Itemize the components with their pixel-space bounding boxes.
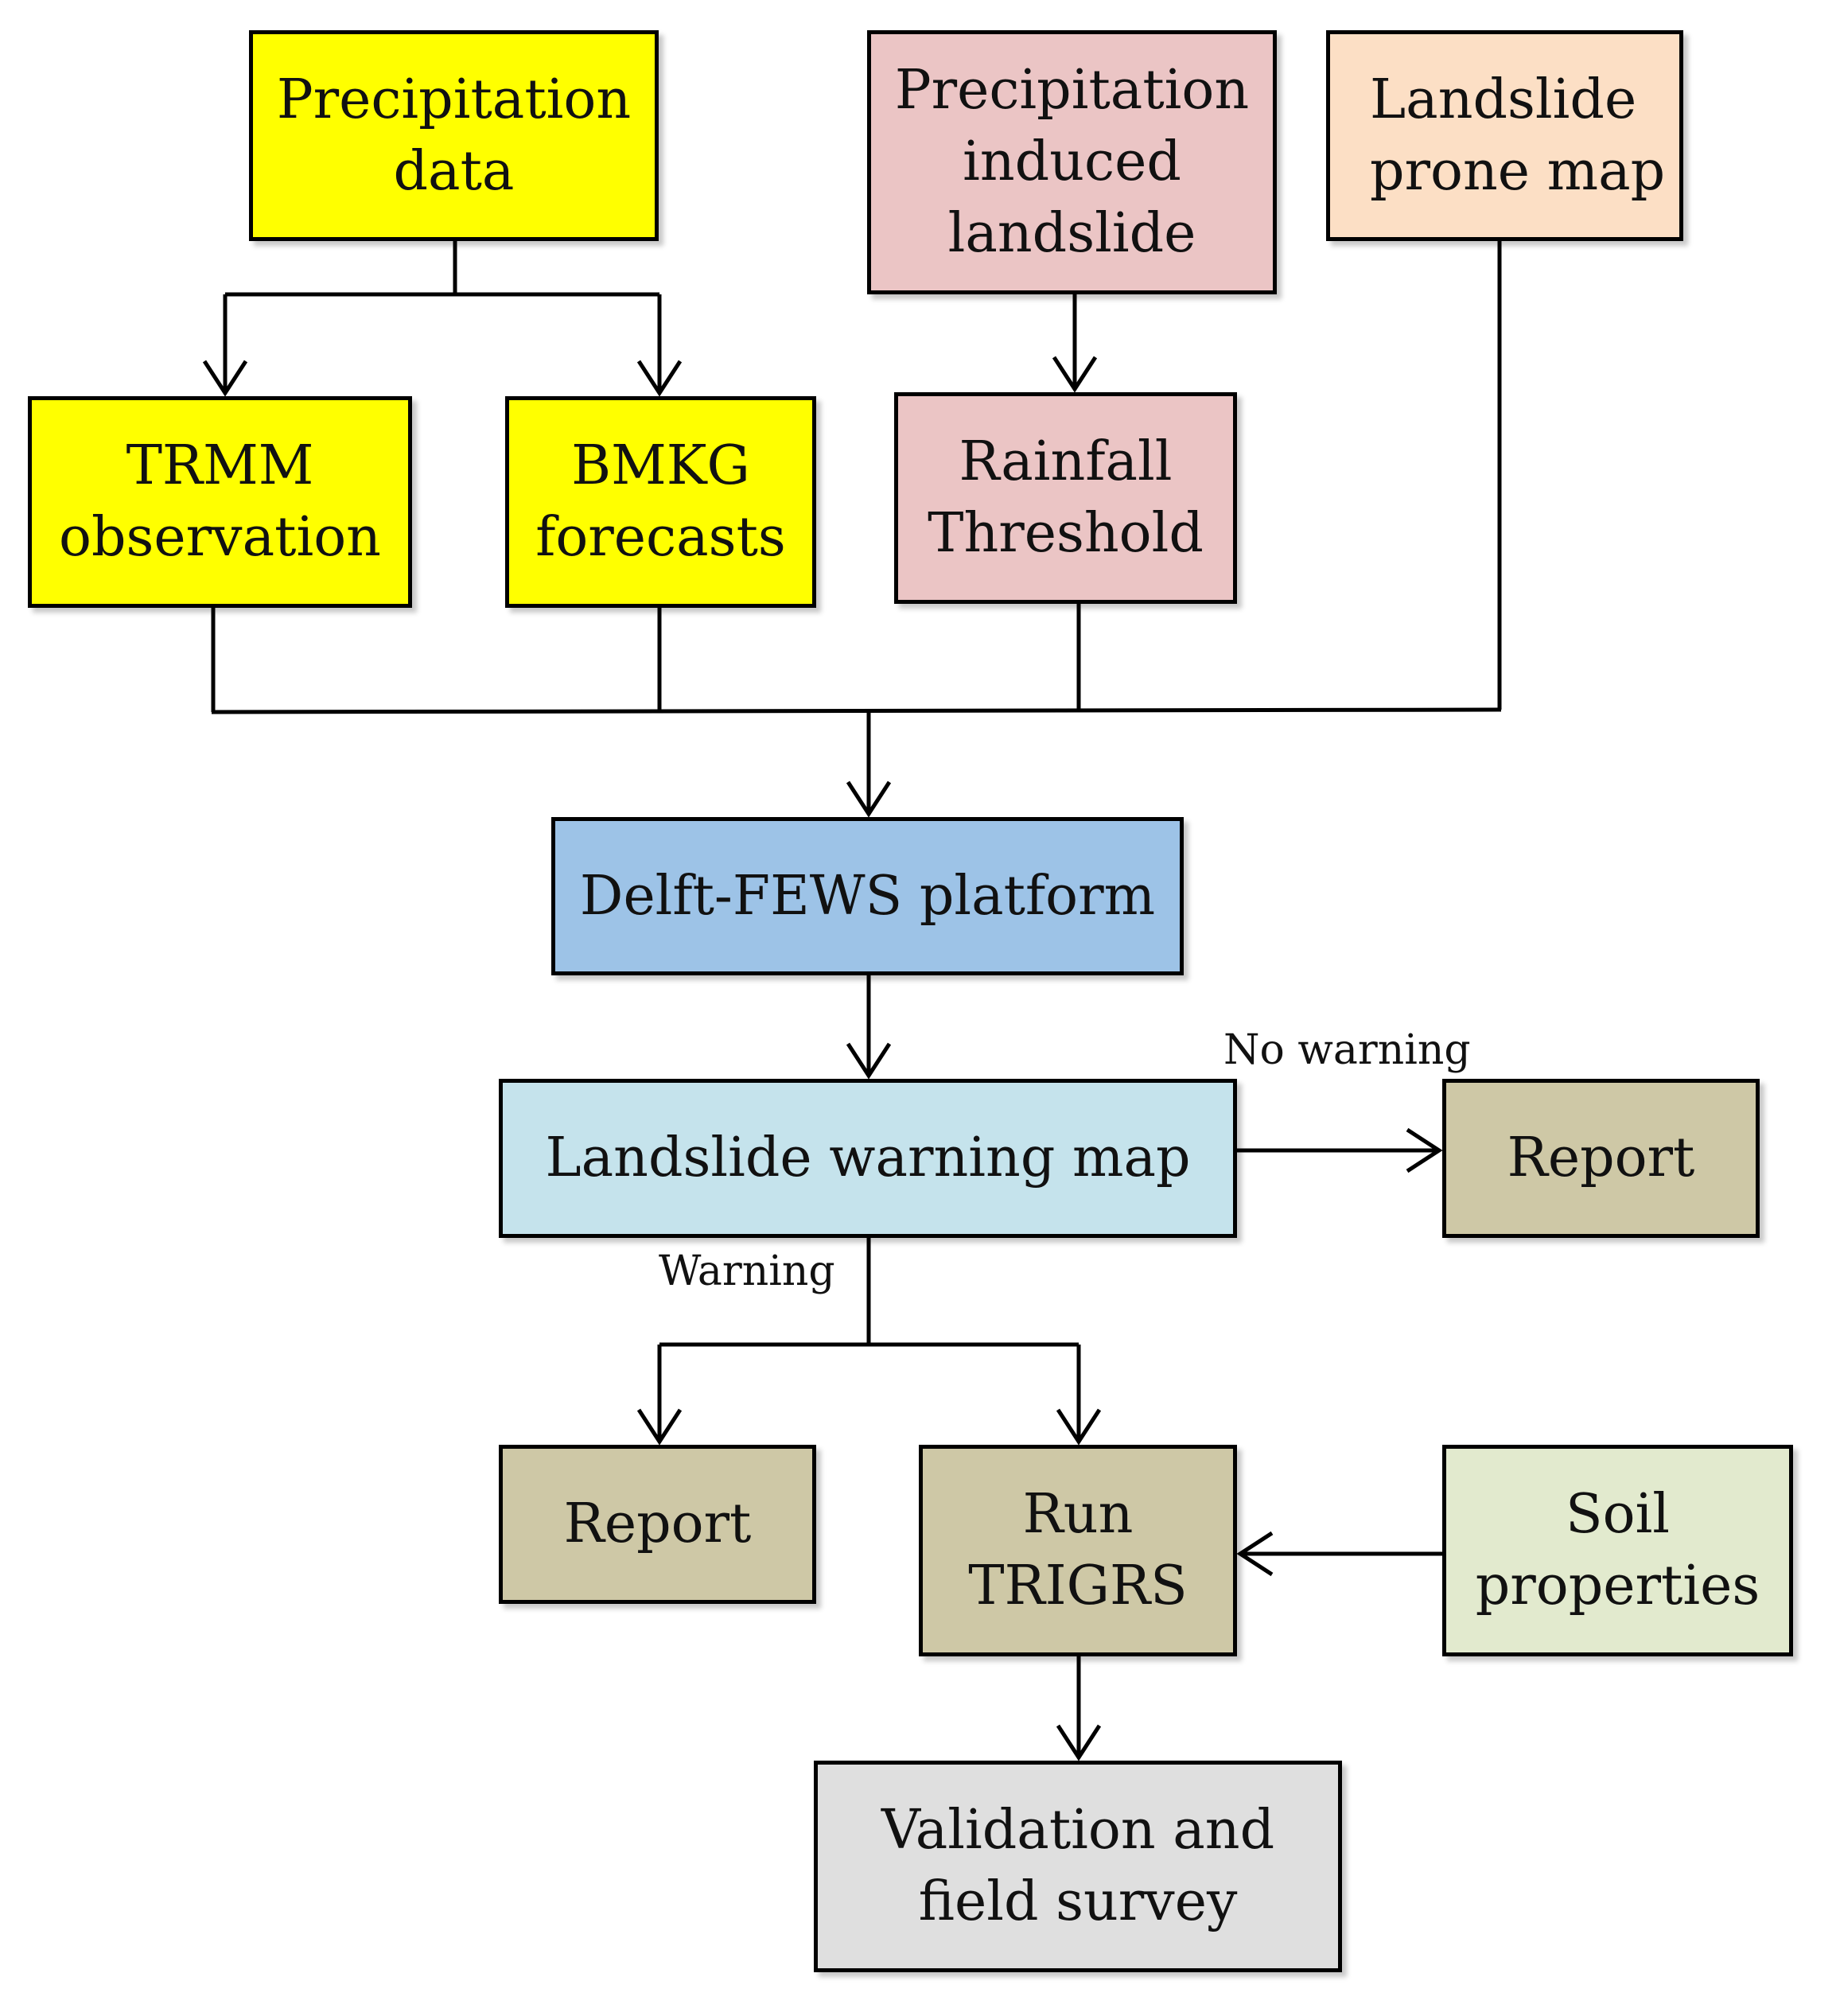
run-trigrs-box: Run TRIGRS xyxy=(919,1445,1237,1656)
landslide-prone-map-box: Landslide prone map xyxy=(1326,30,1683,241)
arrowhead-to-report-no-warning xyxy=(1406,1127,1443,1173)
report-box-warning: Report xyxy=(499,1445,816,1604)
bmkg-forecasts-box: BMKG forecasts xyxy=(505,396,816,608)
rainfall-threshold-box: Rainfall Threshold xyxy=(894,392,1237,604)
landslide-warning-map-box: Landslide warning map xyxy=(499,1079,1237,1238)
arrowhead-to-threshold xyxy=(1052,356,1098,393)
arrowhead-to-run-trigrs xyxy=(1056,1408,1102,1446)
trmm-observation-box: TRMM observation xyxy=(28,396,412,608)
arrowhead-to-run-from-soil xyxy=(1236,1531,1274,1577)
arrowhead-to-bmkg xyxy=(636,360,683,397)
connector-merge-bus xyxy=(211,707,1502,714)
delft-fews-platform-box: Delft-FEWS platform xyxy=(551,817,1184,975)
arrowhead-to-validation xyxy=(1056,1724,1102,1761)
warning-label: Warning xyxy=(659,1247,835,1295)
arrowhead-to-warning-map xyxy=(846,1042,892,1080)
arrowhead-to-trmm xyxy=(202,360,248,397)
report-box-no-warning: Report xyxy=(1442,1079,1760,1238)
validation-field-survey-box: Validation and field survey xyxy=(814,1761,1342,1972)
soil-properties-box: Soil properties xyxy=(1442,1445,1793,1656)
arrowhead-to-delft xyxy=(846,780,892,818)
precipitation-induced-landslide-box: Precipitation induced landslide xyxy=(867,30,1277,294)
no-warning-label: No warning xyxy=(1223,1026,1471,1074)
precipitation-data-box: Precipitation data xyxy=(249,30,659,241)
arrowhead-to-report-warning xyxy=(636,1408,683,1446)
